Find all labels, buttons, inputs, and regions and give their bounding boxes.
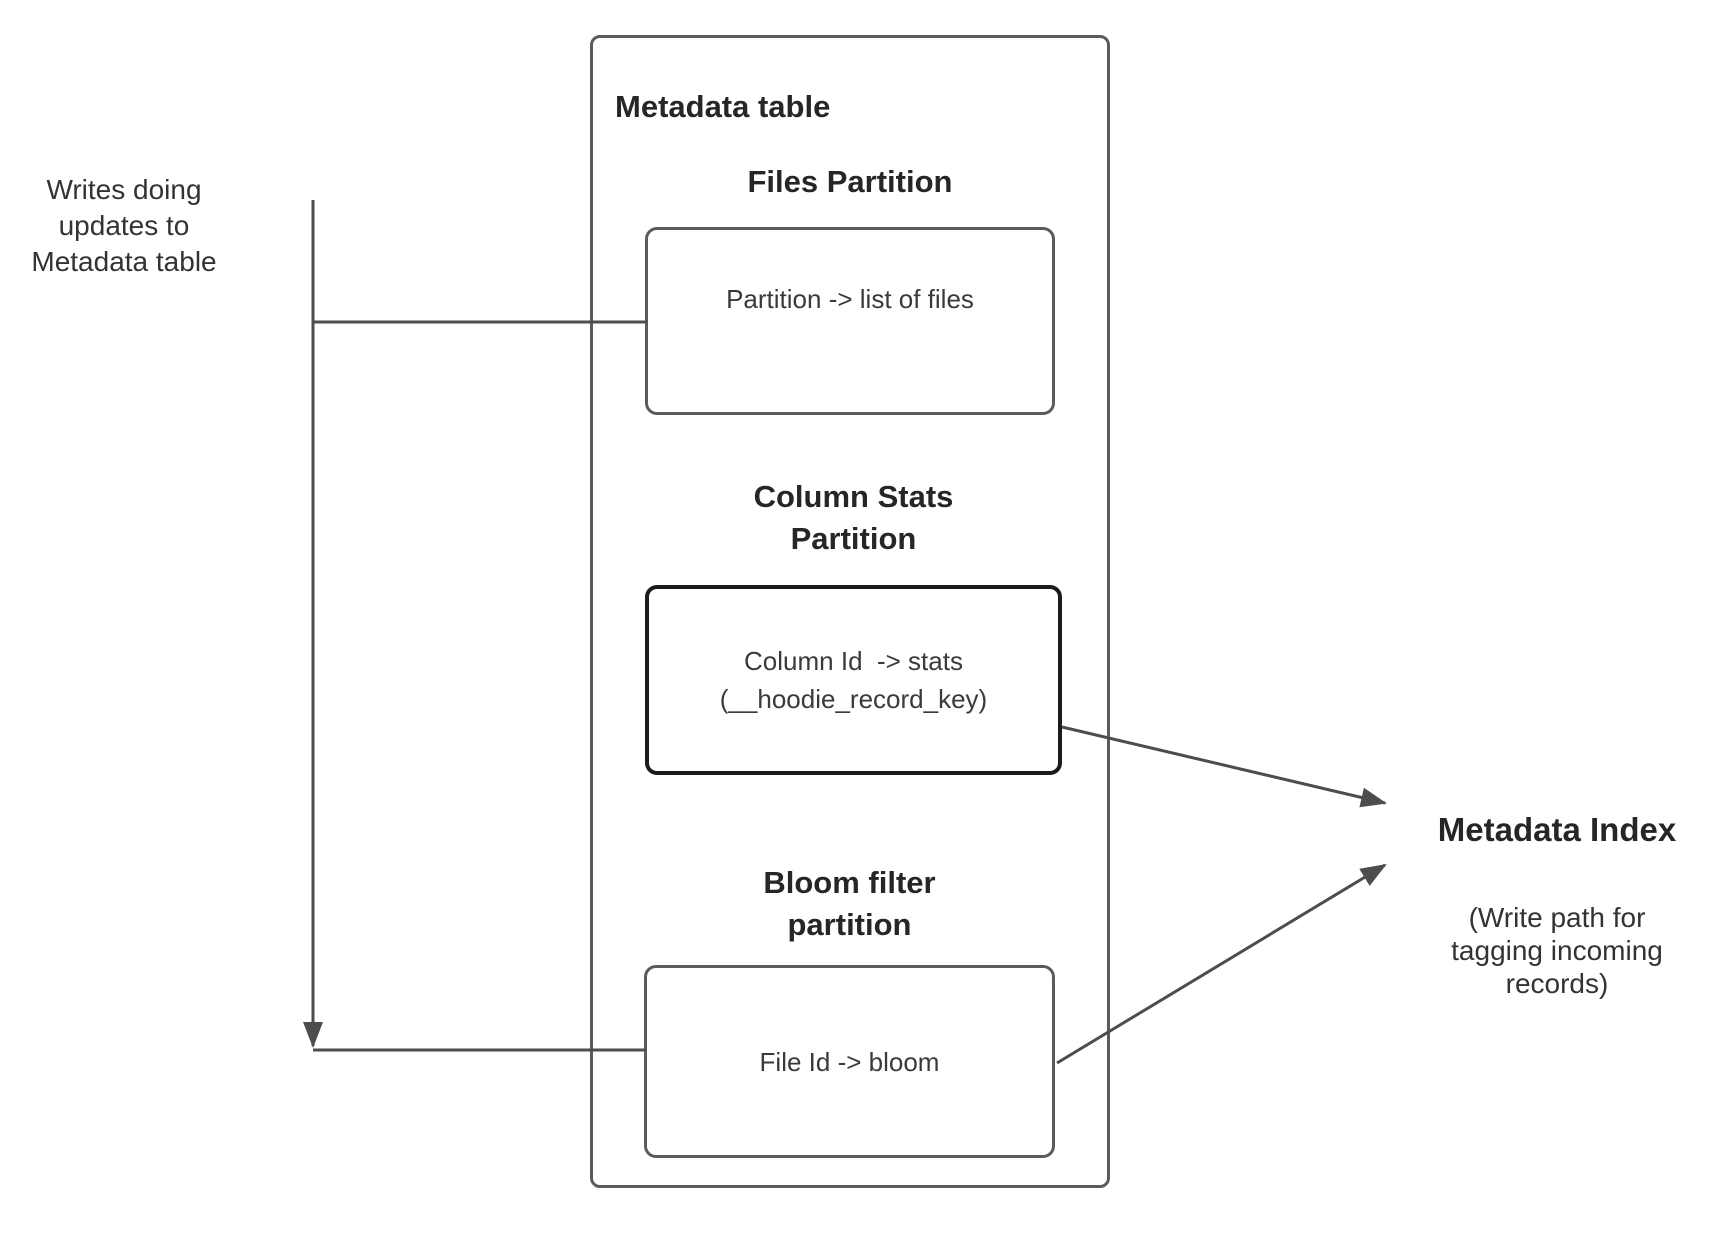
metadata-table-title: Metadata table xyxy=(615,89,831,124)
column-stats-partition-content: Column Id -> stats (__hoodie_record_key) xyxy=(719,646,988,714)
metadata-index-subtitle: (Write path for tagging incoming records… xyxy=(1451,902,1663,999)
files-partition-content: Partition -> list of files xyxy=(726,284,974,314)
files-partition-heading: Files Partition xyxy=(747,164,953,199)
column-stats-partition-heading: Column Stats Partition xyxy=(753,479,954,556)
bloom-filter-partition-content: File Id -> bloom xyxy=(759,1046,940,1077)
metadata-index-title: Metadata Index xyxy=(1437,811,1677,848)
column-stats-to-index-arrow xyxy=(1061,725,1387,808)
bloom-filter-partition-box: File Id -> bloom xyxy=(644,965,1055,1158)
files-partition-box: Partition -> list of files xyxy=(645,227,1055,415)
writes-note: Writes doing updates to Metadata table xyxy=(31,174,217,277)
bloom-filter-partition-heading: Bloom filter partition xyxy=(763,865,936,942)
column-stats-partition-box: Column Id -> stats (__hoodie_record_key) xyxy=(645,585,1062,775)
